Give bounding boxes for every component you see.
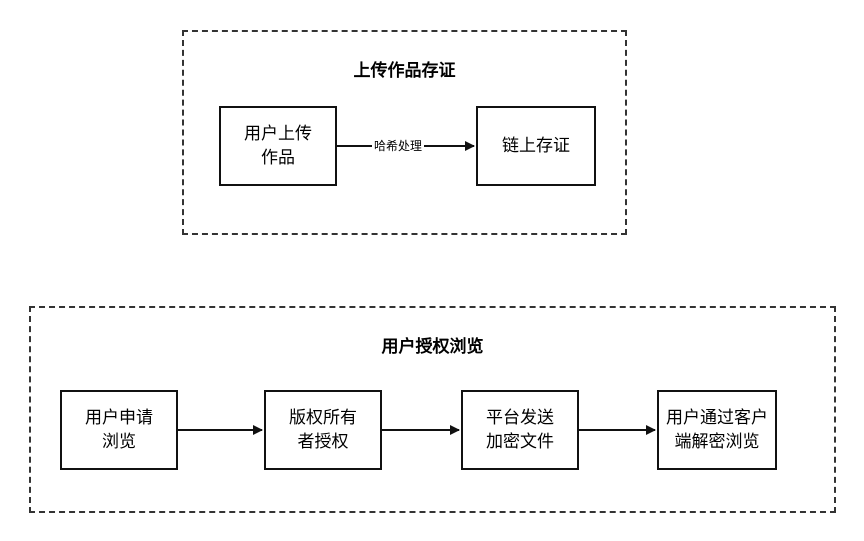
node-user-client-decrypt-browse: 用户通过客户 端解密浏览 <box>657 390 777 470</box>
group-title: 用户授权浏览 <box>381 337 484 357</box>
node-copyright-owner-authorize: 版权所有 者授权 <box>264 390 382 470</box>
node-onchain-certification: 链上存证 <box>476 106 596 186</box>
node-label-line: 用户申请 <box>85 408 153 428</box>
node-label-line: 链上存证 <box>502 136 570 156</box>
group-upload-certification: 上传作品存证 <box>182 30 627 235</box>
node-label-line: 浏览 <box>102 432 136 452</box>
node-label-line: 平台发送 <box>486 408 554 428</box>
node-label-line: 加密文件 <box>486 432 554 452</box>
node-label-line: 作品 <box>261 148 295 168</box>
node-user-upload-work: 用户上传 作品 <box>219 106 337 186</box>
node-label-line: 版权所有 <box>289 408 357 428</box>
node-platform-send-encrypted-file: 平台发送 加密文件 <box>461 390 579 470</box>
node-label-line: 端解密浏览 <box>674 432 760 452</box>
edge-label-hash-processing: 哈希处理 <box>372 137 425 154</box>
node-label-line: 者授权 <box>297 432 349 452</box>
node-label-line: 用户通过客户 <box>666 408 768 428</box>
node-user-request-browse: 用户申请 浏览 <box>60 390 178 470</box>
group-user-authorized-browsing: 用户授权浏览 <box>29 306 836 513</box>
node-label-line: 用户上传 <box>244 124 312 144</box>
group-title: 上传作品存证 <box>353 61 456 81</box>
